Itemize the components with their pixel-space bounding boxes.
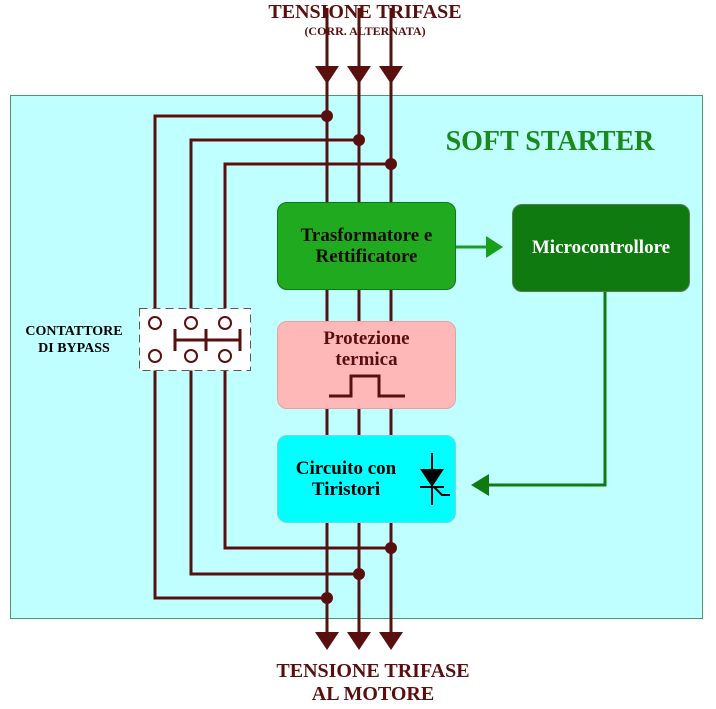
bypass-label: CONTATTORE DI BYPASS (10, 323, 138, 357)
thermal-line1: Protezione (323, 328, 410, 349)
transformer-line1: Trasformatore e (300, 225, 433, 246)
thyristor-line1: Circuito con (295, 458, 397, 479)
bypass-line1: CONTATTORE (25, 324, 123, 339)
thyristor-circuit-block: Circuito con Tiristori (277, 435, 456, 523)
transformer-line2: Rettificatore (315, 246, 418, 267)
input-arrows (315, 66, 403, 84)
microcontroller-block: Microcontrollore (512, 204, 690, 292)
microcontroller-label: Microcontrollore (531, 237, 671, 258)
thermal-line2: termica (335, 349, 398, 370)
thermal-pulse-icon (328, 374, 405, 398)
bypass-line2: DI BYPASS (38, 341, 110, 356)
thyristor-icon (420, 453, 450, 505)
output-line2: AL MOTORE (311, 683, 435, 705)
contactor-bar (173, 329, 242, 351)
transformer-to-micro-arrow (456, 236, 503, 258)
output-arrows (315, 632, 403, 650)
thermal-protection-block: Protezione termica (277, 321, 456, 409)
output-line1: TENSIONE TRIFASE (276, 660, 470, 682)
junction-dots (321, 110, 397, 604)
device-title: SOFT STARTER (445, 126, 655, 157)
contactor-terminals (148, 316, 232, 363)
output-title: TENSIONE TRIFASE AL MOTORE (200, 660, 546, 706)
thyristor-line2: Tiristori (311, 479, 381, 500)
micro-to-thyristor-arrow (471, 292, 607, 496)
input-title: TENSIONE TRIFASE (268, 1, 462, 23)
input-subtitle: (CORR. ALTERNATA) (304, 24, 426, 38)
transformer-rectifier-block: Trasformatore e Rettificatore (277, 202, 456, 290)
